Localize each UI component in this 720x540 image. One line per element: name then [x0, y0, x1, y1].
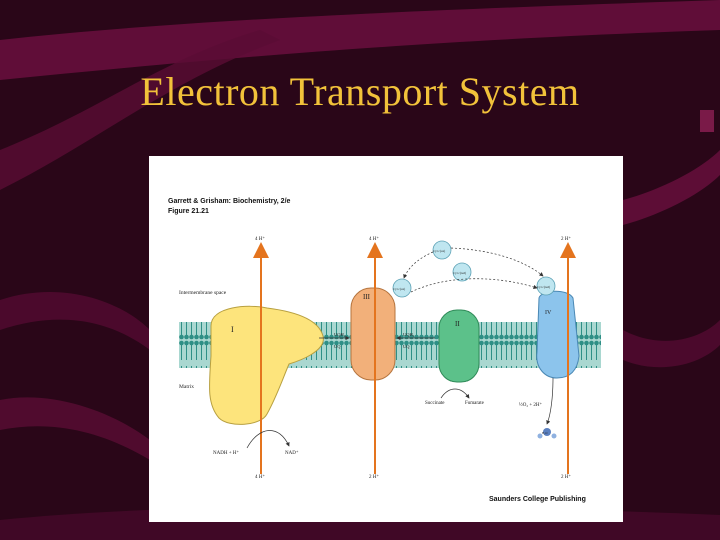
- cytochrome-flow-arrow: [403, 251, 434, 279]
- complex-one-label: I: [231, 325, 234, 334]
- oxygen-arrow: [546, 377, 554, 425]
- fumarate-label: Fumarate: [465, 401, 485, 406]
- publisher-credit: Saunders College Publishing: [489, 496, 586, 503]
- electron-transport-figure: Intermembrane space Matrix I III II IV 4…: [179, 236, 601, 480]
- water-molecule-icon: [537, 428, 557, 439]
- figure-number: Figure 21.21: [168, 208, 209, 215]
- cytochrome-c-top-label: Cyt c(ox): [433, 249, 445, 253]
- succinate-label: Succinate: [425, 401, 445, 406]
- nad-label: NAD⁺: [285, 450, 299, 456]
- nadh-label: NADH + H⁺: [213, 450, 239, 456]
- water-label: H₂O: [542, 431, 548, 435]
- figure-panel: Intermembrane space Matrix I III II IV 4…: [149, 156, 623, 522]
- succinate-arrow: [440, 388, 470, 399]
- background-swoosh: [623, 320, 720, 368]
- ubiquinol-left-label: UQH₂: [334, 332, 346, 337]
- oxygen-label: ½O₂ + 2H⁺: [519, 402, 543, 408]
- ubiquinone-right-label: UQ: [403, 344, 410, 349]
- proton-label-top-one: 4 H⁺: [255, 236, 265, 242]
- ubiquinol-right-label: UQH₂: [403, 332, 415, 337]
- ubiquinone-left-label: UQ: [334, 344, 341, 349]
- background-accent-block: [700, 110, 714, 132]
- background-swoosh: [0, 0, 720, 80]
- complex-three: [350, 287, 396, 381]
- proton-label-top-three: 4 H⁺: [369, 236, 379, 242]
- cytochrome-c-mid-label: Cyt c(red): [453, 271, 466, 275]
- nadh-arrow: [246, 430, 290, 449]
- slide-title: Electron Transport System: [140, 69, 580, 114]
- complex-four-label: IV: [545, 310, 552, 316]
- background-swoosh: [0, 397, 150, 460]
- complex-two-label: II: [455, 320, 460, 328]
- proton-label-bottom-three: 2 H⁺: [369, 474, 379, 480]
- cytochrome-c-right-label: Cyt c(red): [537, 285, 550, 289]
- background-swoosh: [0, 291, 150, 350]
- proton-label-bottom-four: 2 H⁺: [561, 474, 571, 480]
- cytochrome-flow-arrow: [450, 247, 544, 277]
- cytochrome-c-top: [432, 240, 452, 260]
- cytochrome-c-left-label: Cyt c(ox): [393, 287, 405, 291]
- cytochrome-c-left: [392, 278, 412, 298]
- intermembrane-space-label: Intermembrane space: [179, 290, 227, 296]
- complex-three-label: III: [363, 293, 371, 301]
- complex-one: [209, 305, 324, 425]
- figure-credit-line: Garrett & Grisham: Biochemistry, 2/e: [168, 198, 291, 205]
- matrix-label: Matrix: [179, 384, 194, 390]
- background-swoosh: [0, 30, 280, 190]
- background-swoosh: [623, 150, 720, 225]
- cytochrome-flow-arrow: [410, 278, 538, 293]
- cytochrome-c-mid: [452, 262, 472, 282]
- complex-two: [438, 309, 480, 383]
- complex-four: [536, 290, 580, 379]
- proton-label-bottom-one: 4 H⁺: [255, 474, 265, 480]
- proton-label-top-four: 2 H⁺: [561, 236, 571, 242]
